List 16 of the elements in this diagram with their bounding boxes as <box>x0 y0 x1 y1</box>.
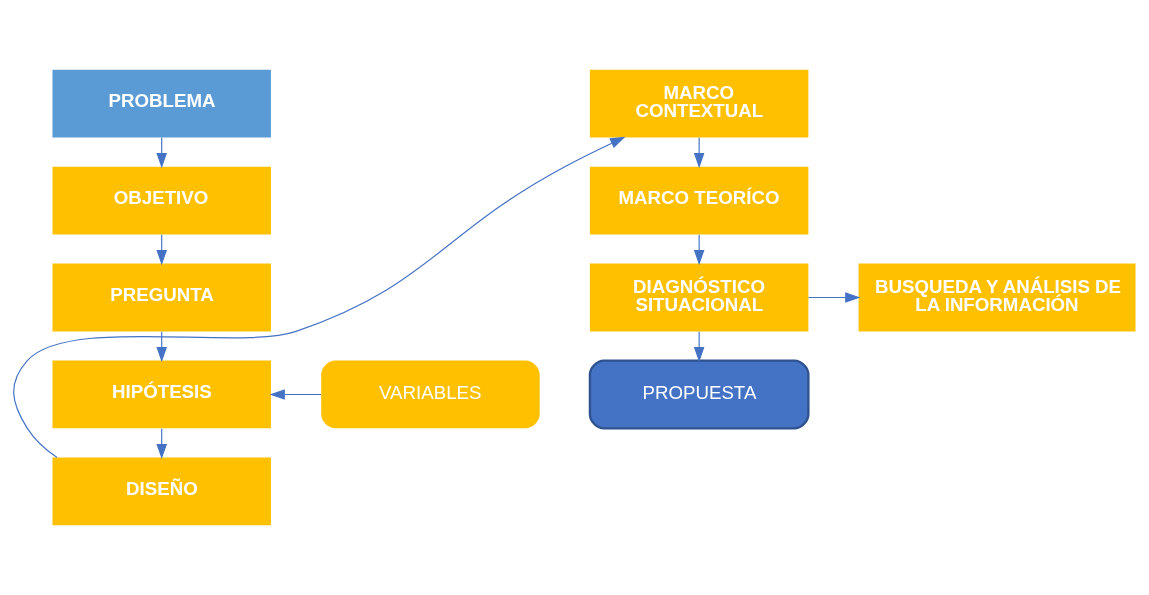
node-box: PREGUNTA <box>52 263 271 332</box>
node-box: BUSQUEDA Y ANÁLISIS DE LA INFORMACIÓN <box>858 263 1136 332</box>
node-box: MARCO TEORÍCO <box>589 166 809 235</box>
node-box: PROBLEMA <box>52 69 271 138</box>
arrow <box>693 234 705 266</box>
node-box: HIPÓTESIS <box>52 360 271 429</box>
arrow <box>693 331 705 363</box>
node-box: OBJETIVO <box>52 166 271 235</box>
node-box: DISEÑO <box>52 457 271 526</box>
node-box: DIAGNÓSTICO SITUACIONAL <box>589 263 809 332</box>
node-box: PROPUESTA <box>588 359 810 430</box>
node-box: VARIABLES <box>321 360 540 429</box>
arrow <box>269 389 322 400</box>
node-box: MARCO CONTEXTUAL <box>589 69 809 138</box>
arrow <box>693 137 705 169</box>
arrow <box>807 292 861 303</box>
